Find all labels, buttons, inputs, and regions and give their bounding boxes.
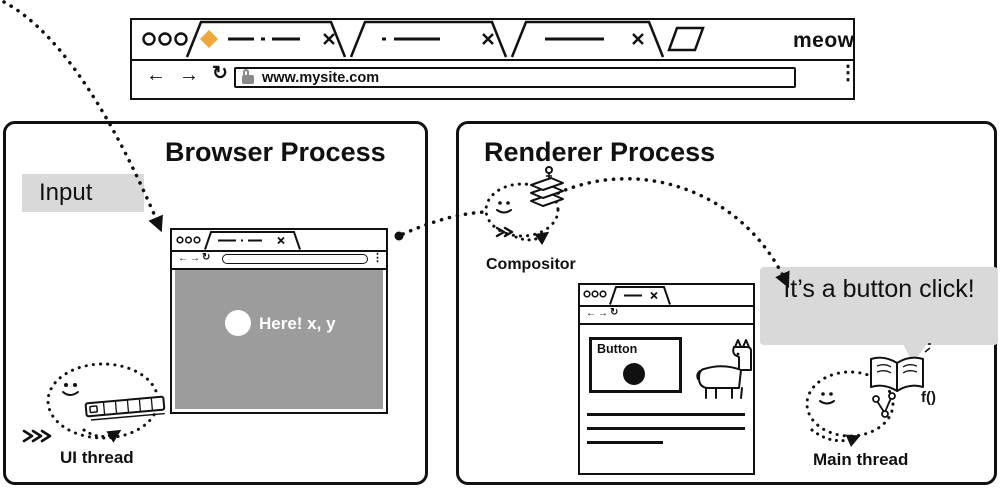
- back-icon: ←: [178, 253, 188, 264]
- function-label: f(): [921, 389, 936, 406]
- input-label: Input: [22, 174, 144, 212]
- mini-tab-bar: [580, 285, 753, 307]
- back-icon: ←: [146, 64, 166, 86]
- text-line-placeholder: [587, 413, 745, 416]
- ui-thread-label: UI thread: [60, 448, 134, 467]
- mini-browser-window: ← → ↻ ⋮ Here! x, y: [170, 228, 388, 414]
- url-text: www.mysite.com: [262, 69, 380, 86]
- browser-brand-text: meow: [793, 29, 855, 52]
- illustrated-browser-chrome: meow ← → ↻ www.mysite.com ⋮: [130, 18, 858, 100]
- reload-icon: ↻: [610, 307, 619, 318]
- mini-nav-bar: ← → ↻ ⋮: [172, 250, 386, 270]
- browser-process-title: Browser Process: [165, 137, 386, 167]
- text-line-placeholder: [587, 441, 663, 444]
- coordinates-text: Here! x, y: [259, 314, 336, 333]
- renderer-process-title: Renderer Process: [484, 137, 716, 167]
- tab-strip: meow: [132, 20, 855, 61]
- mini-browser-window: ← → ↻ Button: [578, 283, 755, 475]
- forward-icon: →: [190, 253, 200, 264]
- text-line-placeholder: [587, 427, 745, 430]
- compositor-label: Compositor: [486, 256, 576, 273]
- mini-nav-bar: ← → ↻: [580, 305, 753, 325]
- click-target-dot: [623, 363, 645, 385]
- button-element-box: Button: [589, 337, 682, 393]
- main-thread-label: Main thread: [813, 450, 909, 469]
- lock-icon: [242, 68, 254, 84]
- speech-bubble: It’s a button click!: [760, 267, 998, 345]
- forward-icon: →: [179, 64, 199, 86]
- cursor-point-dot: [225, 310, 251, 336]
- forward-icon: →: [598, 308, 608, 319]
- address-bar: www.mysite.com: [234, 67, 796, 88]
- kebab-menu-icon: ⋮: [372, 252, 383, 264]
- back-icon: ←: [586, 308, 596, 319]
- page-content-area: Here! x, y: [175, 270, 383, 409]
- kebab-menu-icon: ⋮: [838, 62, 858, 84]
- button-element-label: Button: [597, 342, 638, 356]
- reload-icon: ↻: [202, 252, 211, 263]
- mini-tab-bar: [172, 230, 386, 252]
- page-content-area: Button: [583, 325, 750, 470]
- reload-icon: ↻: [212, 63, 228, 84]
- mini-address-bar: [222, 253, 368, 264]
